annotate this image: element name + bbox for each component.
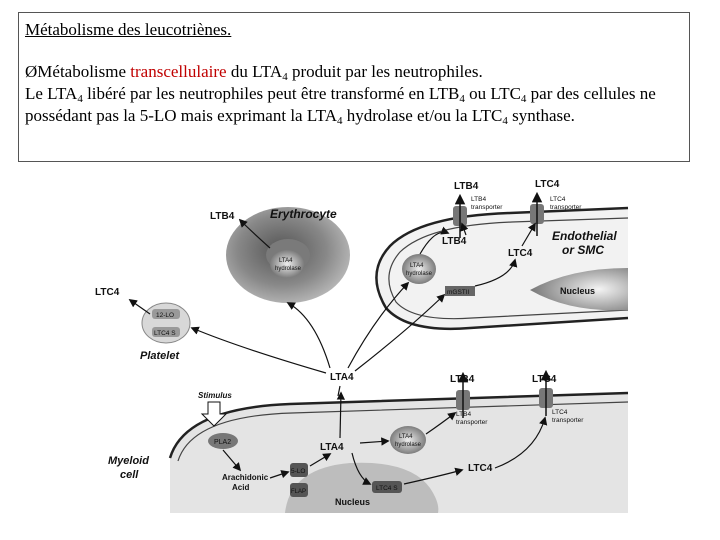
- endothelial-membrane-outer: [375, 206, 629, 331]
- ltb4-transporter-top: [453, 193, 467, 238]
- lta4-hydrolase-ery-label-2: hydrolase: [275, 266, 302, 272]
- pla2-blob: [208, 433, 238, 449]
- endothelial-label-2: or SMC: [562, 243, 604, 257]
- endothelial-membrane-inner: [388, 217, 629, 320]
- pla2-label: PLA2: [214, 439, 231, 446]
- arrow-ltb4-out: [460, 222, 469, 236]
- ltc4-transporter-top: [530, 191, 544, 236]
- ltc4-inner-label: LTC4: [508, 248, 533, 259]
- arrow-ery-ltb4: [238, 218, 271, 249]
- arrow-myeloid-lta4-out: [336, 391, 346, 439]
- ltb4-transporter2-label-2: transporter: [456, 419, 488, 426]
- stimulus-label: Stimulus: [198, 391, 232, 400]
- ltc4s-label: LTC4 S: [154, 330, 176, 337]
- ltb4-transporter2-label-1: LTB4: [456, 411, 471, 418]
- lta4-hydrolase-blob-endo: [402, 254, 436, 284]
- arrow-lta4-hydrolase-my: [359, 437, 390, 446]
- lo12-label: 12-LO: [156, 312, 174, 319]
- platelet-label: Platelet: [140, 350, 180, 362]
- bullet-line: ØMétabolisme transcellulaire du LTA4 pro…: [25, 62, 483, 83]
- myeloid-membrane-inner: [177, 401, 629, 462]
- text-box: Métabolisme des leucotriènes. ØMétabolis…: [18, 12, 690, 162]
- stimulus-arrow-icon: [200, 401, 228, 427]
- lta4-hydrolase-my-label-1: LTA4: [399, 434, 413, 440]
- lo5-label: 5-LO: [291, 468, 305, 475]
- lta4-hydrolase-ery-label-1: LTA4: [279, 258, 293, 264]
- ltc4-transporter2-label-1: LTC4: [552, 409, 568, 416]
- lta4-hydrolase-my-label-2: hydrolase: [395, 442, 422, 448]
- ltc4-transporter-label-2: transporter: [550, 204, 582, 211]
- ltc4-transporter-label-1: LTC4: [550, 196, 566, 203]
- leukotriene-diagram: Nucleus Endothelial or SMC LTB4 LTC4 LTB…: [95, 179, 629, 513]
- arrow-platelet-ltc4: [128, 299, 151, 315]
- arrow-lta4-platelet: [190, 326, 327, 374]
- mgst-box: [445, 286, 475, 296]
- lta4-hydrolase-blob-myeloid: [390, 426, 426, 454]
- lo5-box: [290, 463, 308, 477]
- arrow-endo-ltb4: [419, 226, 450, 255]
- erythrocyte-label: Erythrocyte: [270, 207, 337, 221]
- ltc4-top-label: LTC4: [535, 179, 560, 190]
- flap-box: [290, 483, 308, 497]
- ltc4-platelet-label: LTC4: [95, 287, 120, 298]
- arrow-endo-ltc4: [474, 258, 518, 287]
- lta4-center-label: LTA4: [330, 372, 354, 383]
- ltc4-right-label: LTC4: [532, 374, 557, 385]
- ltc4s-myeloid-label: LTC4 S: [376, 485, 398, 492]
- arachidonic-label-2: Acid: [232, 483, 249, 492]
- arrow-ltc4-to-transporter: [494, 416, 548, 469]
- arrow-lta4-mgst: [354, 293, 446, 372]
- arrow-ltc4-out: [521, 222, 536, 247]
- myeloid-nucleus: [285, 462, 439, 513]
- ltb4-right-label: LTB4: [450, 374, 475, 385]
- ltb4-inner-label: LTB4: [442, 236, 467, 247]
- myeloid-cell: [170, 393, 628, 513]
- arrow-ltc4s-ltc4: [403, 467, 464, 485]
- lta4-hydrolase-endo-label-1: LTA4: [410, 263, 424, 269]
- ltb4-top-label: LTB4: [454, 181, 479, 192]
- ltc4s-platelet-box: [152, 327, 180, 337]
- arrow-lta4-ery: [286, 302, 331, 369]
- endothelial-nucleus: [530, 268, 628, 311]
- endothelial-label-1: Endothelial: [552, 229, 617, 243]
- highlight-word: transcellulaire: [130, 62, 227, 81]
- lo12-box: [152, 309, 180, 319]
- arrow-aa-5lo: [269, 470, 290, 479]
- description-paragraph: Le LTA4 libéré par les neutrophiles peut…: [25, 84, 656, 127]
- mgst-label: mGSTII: [447, 289, 470, 296]
- ltc4-transporter2-label-2: transporter: [552, 417, 584, 424]
- ltb4-transporter-label-2: transporter: [471, 204, 503, 211]
- lta4-hydrolase-blob-ery: [270, 250, 304, 278]
- ltb4-ery-label: LTB4: [210, 211, 235, 222]
- myeloid-label-1: Myeloid: [108, 455, 149, 467]
- slide-title: Métabolisme des leucotriènes.: [25, 20, 232, 39]
- flap-label: FLAP: [291, 489, 306, 495]
- ltc4-myeloid-label: LTC4: [468, 463, 493, 474]
- arrow-5lo-lta4: [309, 453, 332, 467]
- nucleus-label-endo: Nucleus: [560, 286, 595, 296]
- slide-body: ØMétabolisme transcellulaire du LTA4 pro…: [25, 61, 683, 127]
- arrow-pla2-aa: [222, 449, 242, 472]
- lta4-myeloid-label: LTA4: [320, 442, 344, 453]
- bullet-arrow-icon: Ø: [25, 62, 38, 81]
- arrow-lta4-endo-hydrolase: [347, 281, 410, 369]
- arrow-hydrolase-ltb4: [425, 411, 457, 435]
- arrow-lta4-stem: [337, 385, 341, 397]
- ltc4s-myeloid-box: [372, 481, 402, 493]
- ltb4-transporter-label-1: LTB4: [471, 196, 486, 203]
- myeloid-label-2: cell: [120, 469, 139, 481]
- nucleus-label-myeloid: Nucleus: [335, 497, 370, 507]
- arrow-lta4-ltc4s: [351, 452, 372, 485]
- lta4-hydrolase-endo-label-2: hydrolase: [406, 271, 433, 277]
- arachidonic-label-1: Arachidonic: [222, 473, 269, 482]
